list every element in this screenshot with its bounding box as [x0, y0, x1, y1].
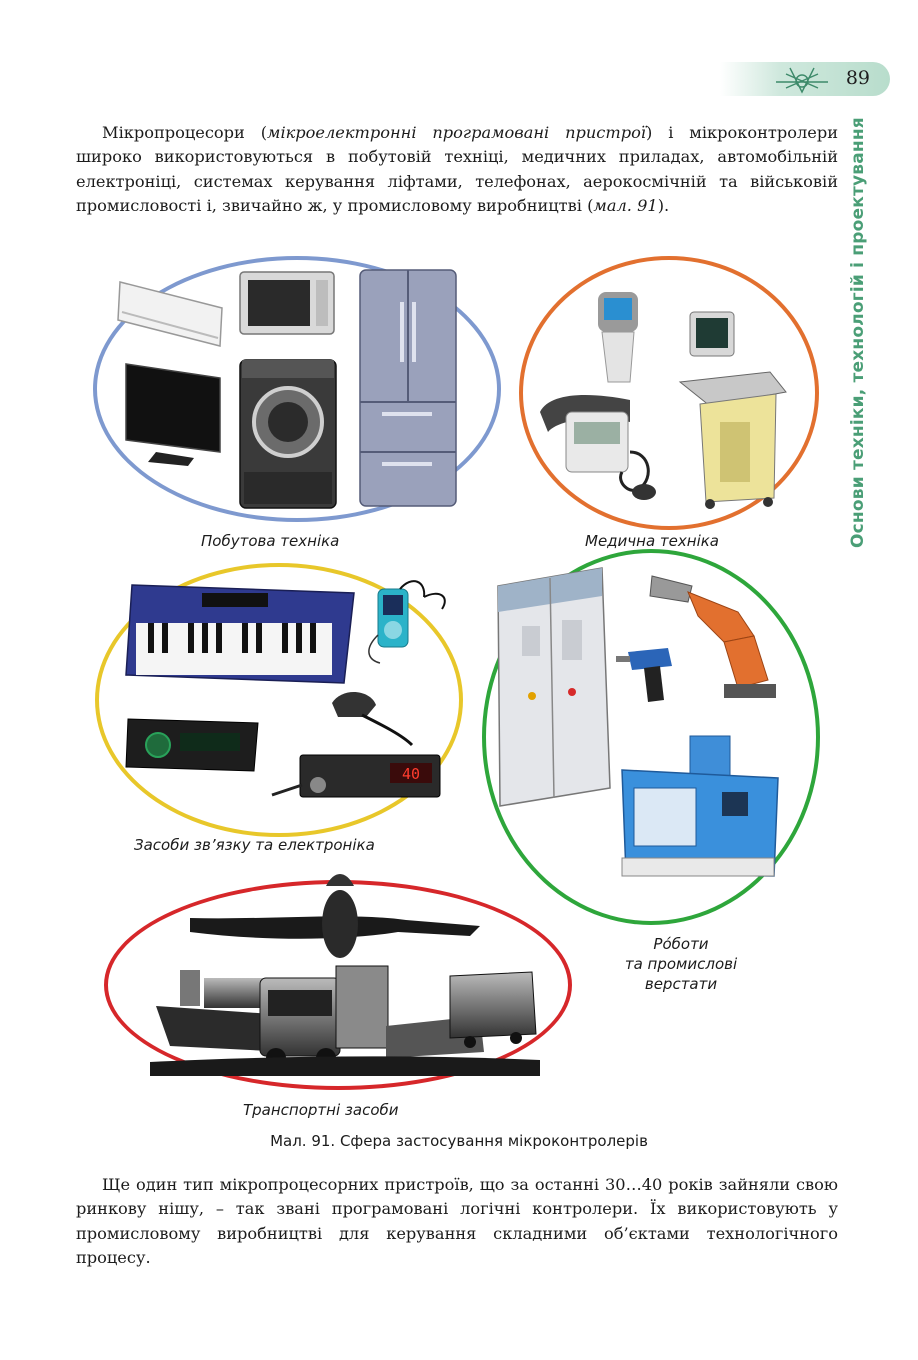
- mp3-player-icon: [368, 580, 446, 664]
- ultrasound-scanner-icon: [678, 311, 787, 509]
- figure-reference: мал. 91: [593, 196, 658, 216]
- cordless-drill-icon: [616, 648, 672, 702]
- caption-industrial-line1: Ро́боти: [653, 935, 709, 953]
- industrial-group-ring: [482, 549, 820, 925]
- caption-medical: Медична техніка: [585, 532, 719, 550]
- household-group-ring: [93, 256, 501, 522]
- caption-industrial-line2: та промислові: [624, 955, 738, 973]
- blood-pressure-monitor-icon: [540, 395, 656, 500]
- industrial-robot-arm-icon: [649, 575, 776, 698]
- control-cabinet-icon: [497, 567, 611, 807]
- figure-caption: Мал. 91. Сфера застосування мікроконтрол…: [270, 1132, 648, 1150]
- cb-radio-transceiver-icon: 40: [271, 691, 441, 798]
- airplane-icon: [190, 874, 480, 958]
- thermometer-icon: [598, 292, 638, 383]
- intro-paragraph: Мікропроцесори (мікроелектронні програмо…: [76, 121, 838, 219]
- ground-shadow: [150, 1056, 540, 1076]
- caption-communication: Засоби зв’язку та електроніка: [134, 836, 375, 854]
- side-section-title: Основи техніки, технологій і проектуванн…: [848, 117, 868, 548]
- television-icon: [125, 363, 221, 466]
- caption-industrial: Ро́боти та промислові верстати: [606, 934, 756, 994]
- radio-display: 40: [402, 765, 420, 783]
- plc-paragraph: Ще один тип мікропроцесорних пристроїв, …: [76, 1175, 838, 1268]
- synthesizer-keyboard-icon: [125, 584, 355, 684]
- microwave-icon: [239, 271, 335, 335]
- paragraph-text: ) і мікроконтролери широко використовуют…: [76, 123, 838, 216]
- truck-icon: [259, 965, 389, 1068]
- page-header-tab: 89: [720, 62, 890, 96]
- communication-group-ring: [95, 563, 463, 837]
- medical-equipment-illustration: [540, 292, 787, 509]
- medical-group-ring: [519, 256, 819, 530]
- household-appliances-illustration: [117, 269, 457, 509]
- air-conditioner-icon: [117, 281, 223, 347]
- page-number: 89: [845, 67, 870, 89]
- communication-electronics-illustration: 40: [125, 580, 446, 798]
- washing-machine-icon: [239, 359, 337, 509]
- car-radio-icon: [125, 718, 259, 772]
- caption-industrial-line3: верстати: [644, 975, 718, 993]
- train-icon: [386, 971, 537, 1058]
- compass-logo-icon: [776, 67, 828, 94]
- transport-vehicles-illustration: [150, 874, 540, 1076]
- caption-transport: Транспортні засоби: [243, 1101, 399, 1119]
- paragraph-text: ).: [657, 196, 670, 216]
- paragraph-italic-term: мікроелектронні програмовані пристрої: [267, 123, 646, 142]
- cnc-machine-tool-icon: [621, 735, 779, 877]
- industrial-equipment-illustration: [497, 567, 779, 877]
- caption-household: Побутова техніка: [201, 532, 340, 550]
- paragraph-text: Мікропроцесори (: [102, 123, 268, 142]
- refrigerator-icon: [359, 269, 457, 507]
